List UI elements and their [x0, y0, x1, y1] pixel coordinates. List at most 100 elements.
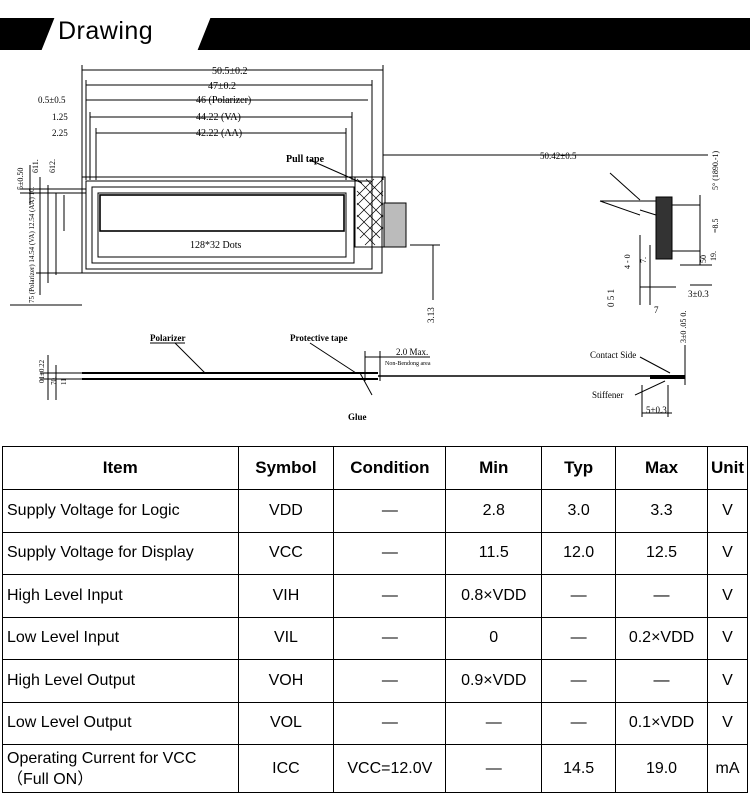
dim-5-50: 5±0.50: [16, 168, 25, 190]
dim-50-42: 50.42±0.5: [540, 151, 577, 161]
table-cell: Operating Current for VCC （Full ON）: [2, 744, 239, 793]
table-cell: 11.5: [445, 531, 543, 575]
table-cell: —: [541, 616, 617, 660]
dim-7a: 7.: [639, 257, 648, 263]
dim-46: 46 (Polarizer): [196, 95, 251, 106]
table-cell: 0.9×VDD: [445, 659, 543, 703]
dim-612: 612.: [48, 159, 57, 173]
table-cell: VDD: [237, 489, 335, 533]
table-cell: Low Level Output: [2, 701, 239, 745]
pull-tape-label: Pull tape: [286, 154, 325, 165]
table-cell: VOL: [237, 701, 335, 745]
table-cell: High Level Output: [2, 659, 239, 703]
stiffener-label: Stiffener: [592, 390, 623, 400]
dim-42-22: 42.22 (AA): [196, 128, 242, 139]
column-header: Item: [2, 446, 239, 490]
table-cell: VCC=12.0V: [333, 744, 447, 793]
dim-2-25: 2.25: [52, 128, 68, 138]
column-header: Condition: [333, 446, 447, 490]
dim-44-22: 44.22 (VA): [196, 112, 241, 123]
table-cell: —: [445, 744, 543, 793]
table-cell: —: [615, 574, 708, 618]
dim-47: 47±0.2: [208, 81, 236, 92]
dim-4: 4 - 0: [623, 254, 632, 269]
table-cell: Low Level Input: [2, 616, 239, 660]
dim-0-5: 0.5±0.5: [38, 95, 66, 105]
dim-3-0-3: 3±0.3: [688, 289, 709, 299]
table-cell: V: [706, 489, 749, 533]
dim-2-0-max: 2.0 Max.: [396, 347, 428, 357]
table-cell: 14.5: [541, 744, 617, 793]
table-cell: 0.2×VDD: [615, 616, 708, 660]
dim-7b: 7: [654, 305, 659, 315]
table-cell: V: [706, 531, 749, 575]
dim-051: 0 5 1: [606, 289, 616, 307]
non-bending-label: Non-Bendong area: [385, 361, 431, 367]
table-cell: V: [706, 574, 749, 618]
dots-label: 128*32 Dots: [190, 240, 242, 251]
table-cell: —: [333, 616, 447, 660]
dim-611: 611.: [31, 159, 40, 173]
table-cell: —: [445, 701, 543, 745]
table-cell: VIL: [237, 616, 335, 660]
column-header: Unit: [706, 446, 749, 490]
column-header: Min: [445, 446, 543, 490]
dim-3-0: 3±0 .05 0.: [679, 311, 688, 343]
table-cell: —: [541, 659, 617, 703]
table-cell: VOH: [237, 659, 335, 703]
table-cell: 12.0: [541, 531, 617, 575]
table-cell: —: [333, 531, 447, 575]
dim-11: 11: [60, 378, 68, 385]
mechanical-drawing: 50.5±0.2 47±0.2 0.5±0.5 46 (Polarizer) 1…: [10, 65, 720, 422]
table-cell: 12.5: [615, 531, 708, 575]
table-cell: —: [541, 574, 617, 618]
dim-1-25: 1.25: [52, 112, 68, 122]
dim-70: 70.: [50, 376, 58, 385]
table-cell: 19.0: [615, 744, 708, 793]
glue-label: Glue: [348, 412, 367, 422]
table-cell: V: [706, 701, 749, 745]
table-cell: 0.1×VDD: [615, 701, 708, 745]
table-cell: mA: [706, 744, 749, 793]
contact-side-label: Contact Side: [590, 350, 636, 360]
dim-5-1890: 5° (1890.-1): [711, 150, 720, 190]
table-cell: V: [706, 616, 749, 660]
dim-8-5: =8.5: [711, 218, 720, 233]
table-cell: VIH: [237, 574, 335, 618]
header-tab: [40, 14, 212, 54]
table-cell: —: [541, 701, 617, 745]
dim-3-13: 3.13: [426, 307, 436, 323]
table-cell: VCC: [237, 531, 335, 575]
table-cell: —: [333, 489, 447, 533]
table-cell: High Level Input: [2, 574, 239, 618]
dim-50: 50: [699, 255, 708, 263]
dim-left-stack: 75 (Polarizer) 14.54 (VA) 12.54 (AA) 10.: [28, 186, 36, 303]
table-cell: 0: [445, 616, 543, 660]
page-title: Drawing: [58, 17, 154, 45]
dim-19: 19.: [709, 251, 718, 261]
table-cell: 3.3: [615, 489, 708, 533]
table-cell: —: [333, 659, 447, 703]
dim-5-0-3: 5±0.3: [646, 405, 667, 415]
table-cell: ICC: [237, 744, 335, 793]
dim-0-22: 01±0.22: [38, 359, 46, 383]
table-cell: 3.0: [541, 489, 617, 533]
table-cell: Supply Voltage for Display: [2, 531, 239, 575]
table-cell: Supply Voltage for Logic: [2, 489, 239, 533]
table-cell: V: [706, 659, 749, 703]
column-header: Max: [615, 446, 708, 490]
column-header: Symbol: [237, 446, 335, 490]
table-cell: 2.8: [445, 489, 543, 533]
dim-50-5: 50.5±0.2: [212, 66, 248, 77]
table-cell: —: [333, 574, 447, 618]
table-cell: —: [615, 659, 708, 703]
